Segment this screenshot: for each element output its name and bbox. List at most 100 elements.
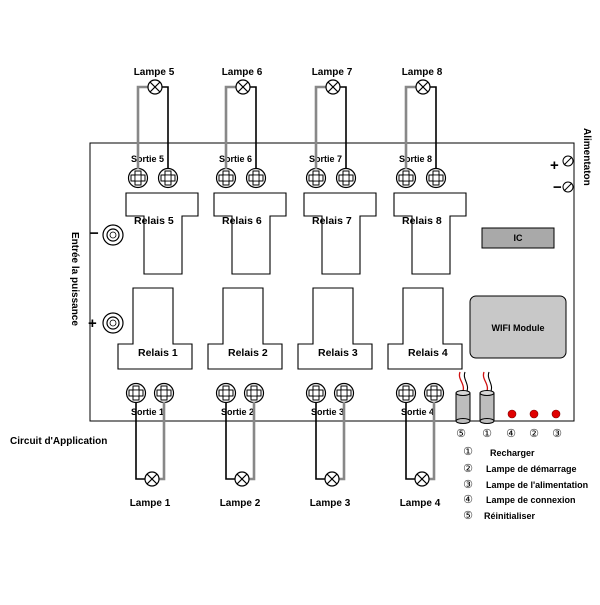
wire-5-a — [136, 85, 148, 169]
relay-4 — [387, 287, 463, 370]
supply-plus-terminal — [562, 155, 574, 167]
output-7-terminal-a — [305, 167, 327, 189]
wire-4-a — [405, 402, 415, 480]
circuit-title: Circuit d'Application — [10, 436, 107, 447]
lamp-7-label: Lampe 7 — [312, 67, 353, 78]
wire-7-a — [314, 85, 326, 169]
wire-5-b — [162, 86, 169, 169]
relay-2-label: Relais 2 — [228, 347, 268, 359]
relay-1-label: Relais 1 — [138, 347, 178, 359]
output-4-terminal-b — [423, 382, 445, 404]
relay-4-label: Relais 4 — [408, 347, 448, 359]
wire-6-b — [250, 86, 257, 169]
relay-7 — [303, 192, 377, 275]
component-marker-4: ② — [529, 428, 539, 440]
lamp-3-icon — [324, 471, 340, 487]
indicator-led-1 — [507, 409, 517, 419]
relay-5-label: Relais 5 — [134, 215, 174, 227]
relay-3-label: Relais 3 — [318, 347, 358, 359]
output-1-terminal-b — [153, 382, 175, 404]
legend-text-1: Recharger — [490, 448, 535, 458]
power-plus-terminal — [102, 312, 124, 334]
component-marker-3: ④ — [506, 428, 516, 440]
wire-7-b — [340, 86, 347, 169]
output-6-label: Sortie 6 — [219, 154, 252, 164]
lamp-5-label: Lampe 5 — [134, 67, 175, 78]
legend-number-4: ④ — [463, 494, 473, 506]
output-4-terminal-a — [395, 382, 417, 404]
output-2-terminal-a — [215, 382, 237, 404]
output-2-label: Sortie 2 — [221, 407, 254, 417]
power-plus-sign: + — [88, 315, 97, 332]
legend-text-3: Lampe de l'alimentation — [486, 480, 588, 490]
output-3-label: Sortie 3 — [311, 407, 344, 417]
indicator-led-3 — [551, 409, 561, 419]
output-6-terminal-a — [215, 167, 237, 189]
component-marker-1: ⑤ — [456, 428, 466, 440]
wire-1-a — [135, 402, 145, 480]
output-5-terminal-a — [127, 167, 149, 189]
wifi-module — [469, 295, 567, 359]
output-8-label: Sortie 8 — [399, 154, 432, 164]
alimentation-label: Alimentaton — [581, 128, 592, 186]
lamp-4-label: Lampe 4 — [400, 498, 441, 509]
relay-6-label: Relais 6 — [222, 215, 262, 227]
output-2-terminal-b — [243, 382, 265, 404]
output-8-terminal-b — [425, 167, 447, 189]
wire-2-b — [249, 402, 256, 481]
legend-text-2: Lampe de démarrage — [486, 464, 577, 474]
supply-minus-terminal — [562, 181, 574, 193]
output-5-terminal-b — [157, 167, 179, 189]
wire-8-a — [404, 85, 416, 169]
legend-number-5: ⑤ — [463, 510, 473, 522]
relay-8 — [393, 192, 467, 275]
wire-3-b — [339, 402, 346, 481]
relay-2 — [207, 287, 283, 370]
legend-number-3: ③ — [463, 479, 473, 491]
power-input-label: Entrée la puissance — [69, 232, 80, 326]
lamp-5-icon — [147, 79, 163, 95]
lamp-2-icon — [234, 471, 250, 487]
wifi-label: WIFI Module — [492, 323, 545, 333]
lamp-7-icon — [325, 79, 341, 95]
recharge-connector-cylinder — [479, 371, 495, 424]
reset-button-cylinder — [455, 371, 471, 424]
component-marker-2: ① — [482, 428, 492, 440]
wire-8-b — [430, 86, 437, 169]
relay-7-label: Relais 7 — [312, 215, 352, 227]
output-4-label: Sortie 4 — [401, 407, 434, 417]
output-5-label: Sortie 5 — [131, 154, 164, 164]
output-1-label: Sortie 1 — [131, 407, 164, 417]
lamp-8-label: Lampe 8 — [402, 67, 443, 78]
relay-6 — [213, 192, 287, 275]
output-7-label: Sortie 7 — [309, 154, 342, 164]
relay-3 — [297, 287, 373, 370]
legend-text-5: Réinitialiser — [484, 511, 536, 521]
indicator-led-2 — [529, 409, 539, 419]
component-marker-5: ③ — [552, 428, 562, 440]
relay-1 — [117, 287, 193, 370]
supply-plus-sign: + — [550, 157, 559, 174]
legend-text-4: Lampe de connexion — [486, 495, 576, 505]
power-minus-terminal — [102, 224, 124, 246]
supply-minus-sign: − — [553, 179, 562, 196]
output-7-terminal-b — [335, 167, 357, 189]
lamp-2-label: Lampe 2 — [220, 498, 261, 509]
power-minus-sign: − — [90, 225, 99, 242]
ic-chip — [481, 227, 555, 249]
wire-4-b — [429, 402, 436, 481]
legend-number-2: ② — [463, 463, 473, 475]
output-6-terminal-b — [245, 167, 267, 189]
lamp-4-icon — [414, 471, 430, 487]
wire-2-a — [225, 402, 235, 480]
controller-board — [89, 142, 575, 422]
output-8-terminal-a — [395, 167, 417, 189]
lamp-8-icon — [415, 79, 431, 95]
lamp-1-icon — [144, 471, 160, 487]
wire-3-a — [315, 402, 325, 480]
output-1-terminal-a — [125, 382, 147, 404]
wire-1-b — [159, 402, 166, 481]
legend-number-1: ① — [463, 446, 473, 458]
lamp-6-icon — [235, 79, 251, 95]
